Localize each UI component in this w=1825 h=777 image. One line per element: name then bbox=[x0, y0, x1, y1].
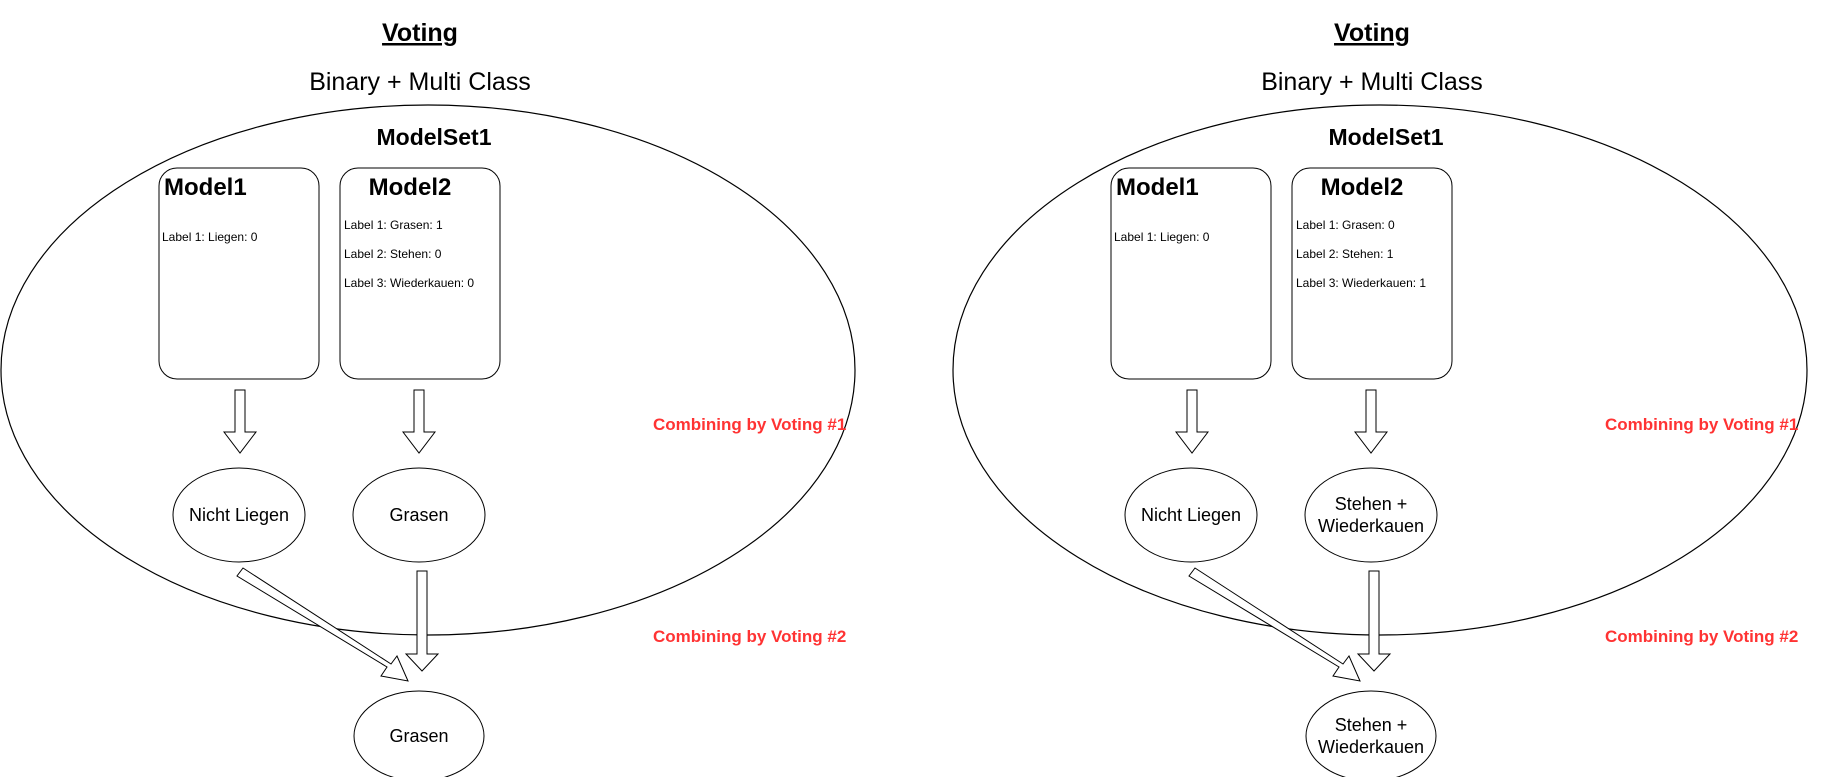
combine-label-1: Combining by Voting #1 bbox=[653, 415, 846, 434]
model2-label-3: Label 3: Wiederkauen: 1 bbox=[1296, 276, 1426, 290]
model1-title: Model1 bbox=[1116, 174, 1199, 201]
model2-label-2: Label 2: Stehen: 1 bbox=[1296, 247, 1394, 261]
panel-subtitle: Binary + Multi Class bbox=[1261, 68, 1483, 96]
panel-left: Voting Binary + Multi Class ModelSet1 Mo… bbox=[0, 19, 856, 777]
model2-box bbox=[1291, 167, 1453, 380]
result-node-text-line1: Stehen + bbox=[1335, 715, 1408, 735]
output-node-1 bbox=[172, 467, 306, 563]
model2-label-2: Label 2: Stehen: 0 bbox=[344, 247, 442, 261]
output-node-2 bbox=[1304, 467, 1438, 563]
model1-title: Model1 bbox=[164, 174, 247, 201]
output-node-1-text: Nicht Liegen bbox=[189, 505, 289, 525]
arrow-vertical-combine bbox=[404, 570, 440, 672]
arrow-model1-output bbox=[222, 389, 258, 454]
output-node-1-text: Nicht Liegen bbox=[1141, 505, 1241, 525]
modelset-ellipse bbox=[952, 104, 1808, 636]
arrow-model2-output bbox=[1353, 389, 1389, 454]
modelset-label: ModelSet1 bbox=[1328, 124, 1443, 150]
result-node bbox=[1305, 690, 1437, 777]
result-node-text: Grasen bbox=[389, 726, 448, 746]
model2-label-1: Label 1: Grasen: 1 bbox=[344, 218, 443, 232]
modelset-label: ModelSet1 bbox=[376, 124, 491, 150]
result-node bbox=[353, 690, 485, 777]
panel-subtitle: Binary + Multi Class bbox=[309, 68, 531, 96]
result-node-text-line2: Wiederkauen bbox=[1318, 737, 1424, 757]
arrow-model2-output bbox=[401, 389, 437, 454]
arrow-diagonal-combine bbox=[1188, 567, 1361, 682]
modelset-ellipse bbox=[0, 104, 856, 636]
model2-box bbox=[339, 167, 501, 380]
model2-title: Model2 bbox=[1321, 174, 1404, 201]
model1-box bbox=[1110, 167, 1272, 380]
output-node-2-text: Grasen bbox=[389, 505, 448, 525]
model2-title: Model2 bbox=[369, 174, 452, 201]
combine-label-1: Combining by Voting #1 bbox=[1605, 415, 1798, 434]
model1-box bbox=[158, 167, 320, 380]
output-node-2 bbox=[352, 467, 486, 563]
model1-label-1: Label 1: Liegen: 0 bbox=[1114, 230, 1210, 244]
output-node-2-text-line1: Stehen + bbox=[1335, 494, 1408, 514]
arrow-diagonal-combine bbox=[236, 567, 409, 682]
arrow-vertical-combine bbox=[1356, 570, 1392, 672]
model2-label-1: Label 1: Grasen: 0 bbox=[1296, 218, 1395, 232]
panel-title: Voting bbox=[382, 19, 458, 47]
arrow-model1-output bbox=[1174, 389, 1210, 454]
model2-label-3: Label 3: Wiederkauen: 0 bbox=[344, 276, 474, 290]
combine-label-2: Combining by Voting #2 bbox=[653, 627, 846, 646]
model1-label-1: Label 1: Liegen: 0 bbox=[162, 230, 258, 244]
output-node-1 bbox=[1124, 467, 1258, 563]
combine-label-2: Combining by Voting #2 bbox=[1605, 627, 1798, 646]
output-node-2-text-line2: Wiederkauen bbox=[1318, 516, 1424, 536]
panel-right: Voting Binary + Multi Class ModelSet1 Mo… bbox=[952, 19, 1808, 777]
panel-title: Voting bbox=[1334, 19, 1410, 47]
